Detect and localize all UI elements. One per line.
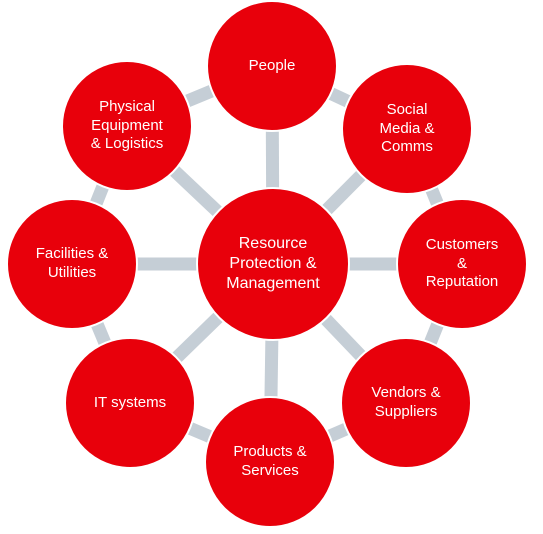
node-physical-equipment-logistics: Physical Equipment & Logistics bbox=[61, 60, 193, 192]
node-people-label: People bbox=[248, 56, 296, 74]
node-products-services-label: Products & Services bbox=[233, 443, 307, 479]
node-physical-equipment-logistics-label: Physical Equipment & Logistics bbox=[90, 97, 164, 153]
node-center: Resource Protection & Management bbox=[196, 187, 350, 341]
node-vendors-suppliers: Vendors & Suppliers bbox=[340, 337, 472, 469]
node-products-services: Products & Services bbox=[204, 396, 336, 528]
node-customers-reputation: Customers & Reputation bbox=[396, 198, 528, 330]
node-center-label: Resource Protection & Management bbox=[226, 235, 320, 292]
node-social-media-comms-label: Social Media & Comms bbox=[379, 100, 435, 156]
node-social-media-comms: Social Media & Comms bbox=[341, 63, 473, 195]
node-vendors-suppliers-label: Vendors & Suppliers bbox=[371, 384, 441, 420]
node-people: People bbox=[206, 0, 338, 132]
node-customers-reputation-label: Customers & Reputation bbox=[425, 235, 499, 291]
node-it-systems: IT systems bbox=[64, 337, 196, 469]
node-facilities-utilities: Facilities & Utilities bbox=[6, 198, 138, 330]
node-it-systems-label: IT systems bbox=[93, 393, 167, 411]
node-facilities-utilities-label: Facilities & Utilities bbox=[35, 245, 109, 281]
